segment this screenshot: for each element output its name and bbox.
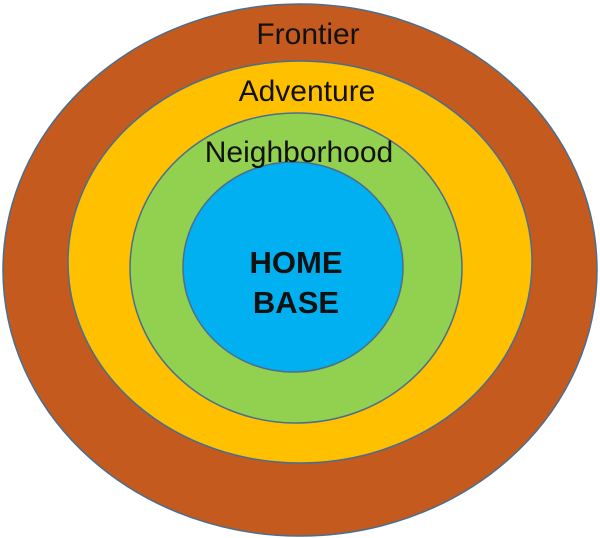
home-base-label-line2: BASE: [253, 285, 339, 320]
home-base-ring: [182, 161, 404, 373]
frontier-label: Frontier: [256, 18, 359, 51]
neighborhood-label: Neighborhood: [205, 136, 393, 169]
adventure-label: Adventure: [239, 75, 376, 108]
home-base-label-line1: HOME: [250, 245, 343, 280]
